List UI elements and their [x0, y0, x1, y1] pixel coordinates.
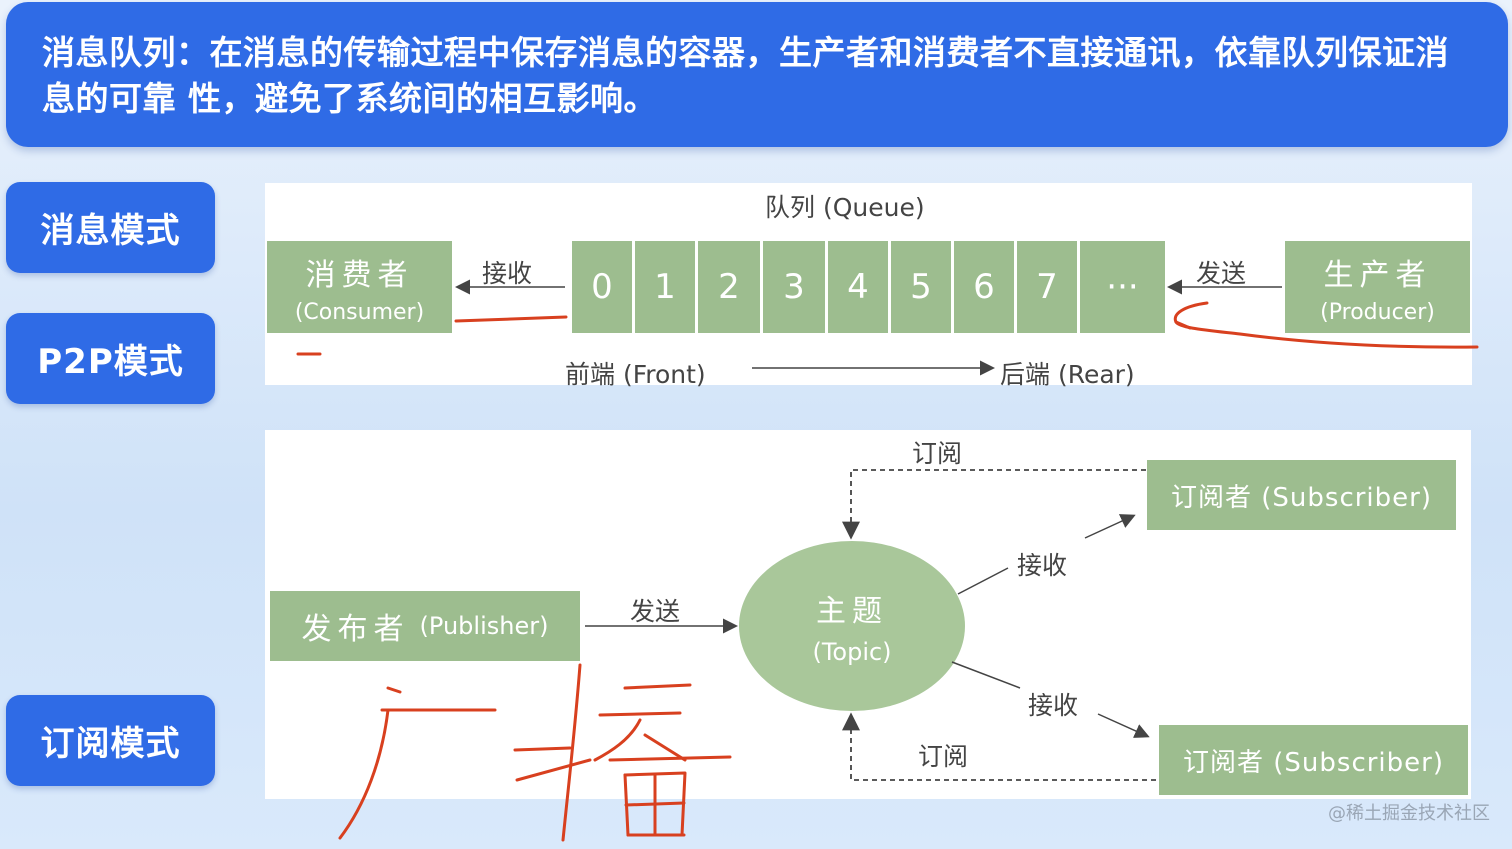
message-mode-button[interactable]: 消息模式 — [6, 182, 215, 273]
queue-cell: 0 — [572, 241, 632, 333]
pubsub-subscribe-label-bottom: 订阅 — [918, 742, 969, 771]
subscribe-mode-label: 订阅模式 — [40, 724, 181, 764]
subscribe-dashed-top — [842, 469, 1146, 540]
topic-to-subscriber-bottom-line — [951, 661, 1021, 689]
watermark: @稀土掘金技术社区 — [1328, 803, 1490, 824]
queue-cell: 3 — [763, 241, 825, 333]
queue-cell: 5 — [891, 241, 951, 333]
subscriber-label-bottom: 订阅者 (Subscriber) — [1183, 747, 1444, 778]
message-mode-label: 消息模式 — [40, 211, 181, 251]
producer-box: 生产者 (Producer) — [1285, 241, 1470, 333]
queue-title: 队列 (Queue) — [765, 193, 925, 222]
queue-cell: 1 — [635, 241, 695, 333]
publisher-label-cn: 发布者 — [301, 612, 410, 647]
header-banner: 消息队列：在消息的传输过程中保存消息的容器，生产者和消费者不直接通讯，依靠队列保… — [6, 2, 1508, 147]
p2p-mode-button[interactable]: P2P模式 — [6, 313, 215, 404]
subscriber-box-bottom: 订阅者 (Subscriber) — [1159, 725, 1468, 795]
topic-to-subscriber-bottom-arrow — [1097, 713, 1150, 738]
pubsub-receive-label-bottom: 接收 — [1028, 691, 1079, 720]
queue-cell: 4 — [828, 241, 888, 333]
publisher-label-en: (Publisher) — [419, 612, 549, 640]
topic-node: 主题 (Topic) — [739, 541, 965, 711]
queue-receive-label: 接收 — [482, 259, 533, 288]
subscribe-dashed-bottom — [842, 712, 1156, 781]
consumer-label-cn: 消费者 — [305, 257, 414, 293]
consumer-label-en: (Consumer) — [294, 299, 425, 325]
red-ink-annotations — [296, 301, 1479, 842]
queue-cell: 7 — [1017, 241, 1077, 333]
queue-cell: 6 — [954, 241, 1014, 333]
pubsub-receive-label-top: 接收 — [1017, 551, 1068, 580]
topic-label-en: (Topic) — [812, 638, 892, 666]
pubsub-send-label: 发送 — [630, 597, 681, 626]
topic-to-subscriber-top-arrow — [1084, 514, 1136, 539]
producer-label-cn: 生产者 — [1323, 257, 1432, 293]
front-label: 前端 (Front) — [565, 360, 706, 389]
subscriber-box-top: 订阅者 (Subscriber) — [1147, 460, 1456, 530]
subscriber-label-top: 订阅者 (Subscriber) — [1171, 482, 1432, 513]
topic-label-cn: 主题 — [816, 594, 888, 629]
pubsub-subscribe-label-top: 订阅 — [912, 439, 963, 468]
queue-cell: 2 — [698, 241, 760, 333]
publisher-box: 发布者 (Publisher) — [270, 591, 580, 661]
p2p-mode-label: P2P模式 — [37, 342, 184, 382]
rear-label: 后端 (Rear) — [1000, 360, 1135, 389]
queue-send-label: 发送 — [1196, 259, 1247, 288]
topic-to-subscriber-top-line — [957, 567, 1009, 595]
subscribe-mode-button[interactable]: 订阅模式 — [6, 695, 215, 786]
producer-label-en: (Producer) — [1320, 299, 1435, 325]
consumer-box: 消费者 (Consumer) — [267, 241, 452, 333]
queue-cell: ··· — [1080, 241, 1165, 333]
header-text: 消息队列：在消息的传输过程中保存消息的容器，生产者和消费者不直接通讯，依靠队列保… — [42, 33, 1449, 118]
